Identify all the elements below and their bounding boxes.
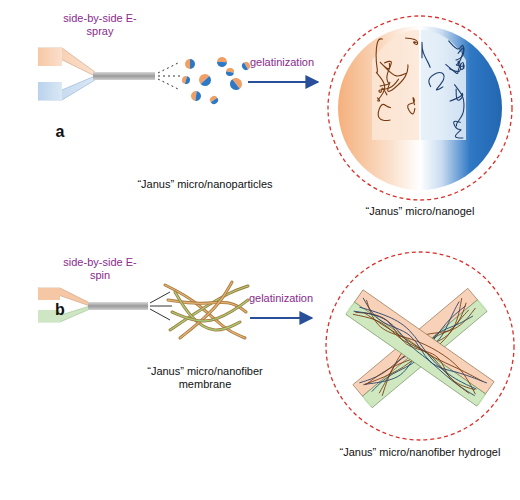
spin-jets [150,292,172,320]
caption-label: “Janus” micro/nanogel [335,205,505,218]
panel-letter: b [50,300,70,319]
process-arrow [250,317,312,319]
panel-letter: a [50,122,70,141]
process-label: gelatinization [237,56,327,69]
caption-label: “Janus” micro/nanoparticles [120,178,290,191]
caption-label: “Janus” micro/nanofiber hydrogel [325,446,515,459]
janus-particles [181,57,251,106]
caption-label: “Janus” micro/nanofiber membrane [135,365,275,391]
janus-nanogel [330,20,510,200]
spray-nozzle [38,48,155,100]
process-label: side-by-side E-spray [55,12,145,38]
process-label: side-by-side E-spin [55,256,145,282]
janus-fiber-hydrogel [345,288,495,408]
fiber-membrane [165,282,248,338]
zoom-circle [328,16,512,200]
process-arrow [248,81,318,83]
zoom-circle [326,252,514,440]
spin-nozzle [38,288,148,322]
process-label: gelatinization [236,292,326,305]
spray-jets [158,62,182,90]
